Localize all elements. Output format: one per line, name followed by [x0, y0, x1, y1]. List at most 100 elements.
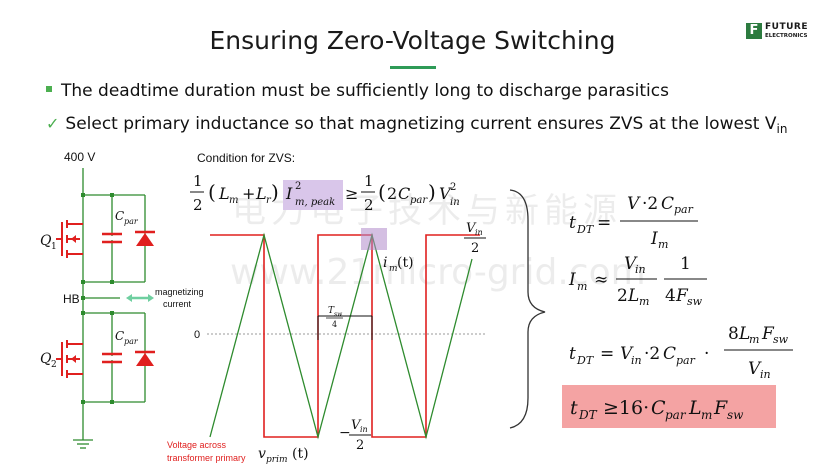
svg-text:I: I	[650, 229, 658, 249]
half-bridge-circuit	[73, 168, 146, 449]
svg-text:par: par	[676, 354, 696, 367]
magnetizing-label-2: current	[163, 299, 192, 309]
svg-text:≥: ≥	[345, 184, 358, 203]
svg-text:in: in	[635, 263, 646, 276]
svg-text:t: t	[569, 344, 576, 364]
im-triangle-wave	[209, 232, 473, 440]
svg-text:V: V	[351, 418, 362, 433]
cpar-bottom-sub: par	[124, 337, 139, 346]
svg-text:sw: sw	[687, 295, 703, 308]
svg-text:): )	[428, 180, 436, 204]
svg-text:L: L	[688, 397, 702, 419]
equation-tdt-definition: t DT = V ·2 C par I m	[569, 194, 698, 251]
svg-text:F: F	[675, 286, 689, 306]
svg-text:r: r	[266, 195, 272, 206]
svg-text:2: 2	[617, 286, 628, 306]
bullet-subscript: in	[776, 122, 788, 136]
svg-text:V: V	[466, 221, 477, 236]
vprim-label: v prim (t)	[258, 446, 309, 465]
title-underline	[390, 66, 436, 69]
svg-text:): )	[271, 180, 279, 204]
curly-brace-icon	[509, 189, 546, 429]
vin-half-top-label: V in 2	[464, 221, 486, 256]
q2-transistor-icon	[56, 340, 83, 378]
svg-text:·: ·	[704, 344, 709, 364]
cpar-top-capacitor-icon	[102, 232, 122, 244]
watermark: 电力电子技术与新能源 www.21micro-grid.com	[230, 191, 646, 293]
svg-text:·2: ·2	[644, 344, 660, 364]
hb-label: HB	[63, 292, 80, 306]
svg-text:I: I	[568, 270, 576, 290]
svg-text:F: F	[713, 397, 728, 419]
svg-text:m, peak: m, peak	[295, 197, 335, 208]
svg-text:sw: sw	[773, 333, 789, 346]
svg-text:in: in	[475, 228, 483, 237]
svg-text:DT: DT	[576, 354, 595, 367]
svg-text:V: V	[624, 254, 638, 274]
svg-text:2: 2	[295, 181, 301, 192]
tsw-den: 4	[332, 320, 337, 329]
svg-text:(: (	[378, 180, 386, 204]
q1-arrow-icon	[71, 235, 76, 243]
svg-text:t: t	[570, 397, 578, 419]
cpar-bottom-capacitor-icon	[102, 352, 122, 364]
bullet-deadtime: The deadtime duration must be sufficient…	[46, 81, 669, 101]
svg-text:V: V	[620, 344, 634, 364]
q1-transistor-icon	[56, 220, 83, 258]
logo-line1: FUTURE	[765, 22, 808, 32]
equation-tdt-result: t DT ≥16· C par L m F sw	[570, 397, 744, 422]
svg-text:≥16·: ≥16·	[603, 397, 649, 419]
red-caption-line1: Voltage across	[167, 440, 227, 450]
svg-text:m: m	[229, 195, 238, 206]
svg-text:sw: sw	[727, 408, 744, 422]
svg-text:(t): (t)	[397, 255, 414, 271]
svg-text:8: 8	[728, 324, 739, 344]
svg-text:m: m	[639, 295, 649, 308]
svg-text:(t): (t)	[292, 446, 309, 462]
svg-text:L: L	[627, 286, 639, 306]
vin-half-bottom-label: − V in 2	[339, 418, 371, 453]
svg-text:1: 1	[193, 172, 203, 190]
svg-text:V: V	[439, 184, 452, 203]
svg-text:C: C	[661, 194, 674, 214]
svg-text:L: L	[218, 184, 230, 203]
future-electronics-logo: F FUTURE ELECTRONICS	[746, 22, 818, 44]
svg-text:=: =	[597, 213, 611, 233]
result-highlight-box	[562, 385, 776, 428]
svg-text:1: 1	[364, 172, 374, 190]
watermark-line2: www.21micro-grid.com	[230, 252, 646, 293]
svg-text:m: m	[577, 280, 587, 293]
diode-top-icon	[135, 230, 155, 246]
slide-title: Ensuring Zero-Voltage Switching	[209, 26, 616, 55]
diode-bottom-icon	[135, 350, 155, 366]
svg-text:C: C	[651, 397, 666, 419]
svg-text:par: par	[410, 195, 428, 206]
svg-text:in: in	[631, 354, 642, 367]
svg-text:(: (	[208, 180, 216, 204]
peak-highlight	[361, 228, 387, 250]
svg-text:m: m	[701, 408, 712, 422]
q2-label: Q	[40, 351, 52, 367]
svg-text:in: in	[760, 368, 771, 381]
cpar-top-sub: par	[124, 217, 139, 226]
cpar-top-label: C	[115, 209, 124, 223]
svg-text:prim: prim	[266, 455, 287, 465]
svg-text:·2: ·2	[642, 194, 658, 214]
bullet-text: Select primary inductance so that magnet…	[65, 114, 777, 134]
svg-text:in: in	[360, 425, 368, 434]
svg-text:DT: DT	[578, 408, 598, 422]
zvs-condition-equation: 1 2 ( L m + L r ) I 2 m, peak ≥ 1 2 ( 2 …	[190, 172, 460, 214]
svg-text:−: −	[339, 425, 351, 441]
svg-text:+: +	[242, 184, 255, 203]
zero-label: 0	[194, 329, 200, 341]
bullet-inductance: ✓Select primary inductance so that magne…	[46, 114, 787, 136]
condition-label: Condition for ZVS:	[197, 151, 295, 165]
circuit-nodes	[81, 193, 114, 404]
logo-icon: F	[746, 23, 762, 39]
svg-text:2: 2	[471, 241, 479, 256]
q1-sub: 1	[51, 242, 57, 252]
svg-text:2: 2	[450, 182, 456, 193]
q2-arrow-icon	[71, 355, 76, 363]
bullet-text: The deadtime duration must be sufficient…	[61, 81, 669, 101]
svg-text:I: I	[285, 184, 293, 203]
